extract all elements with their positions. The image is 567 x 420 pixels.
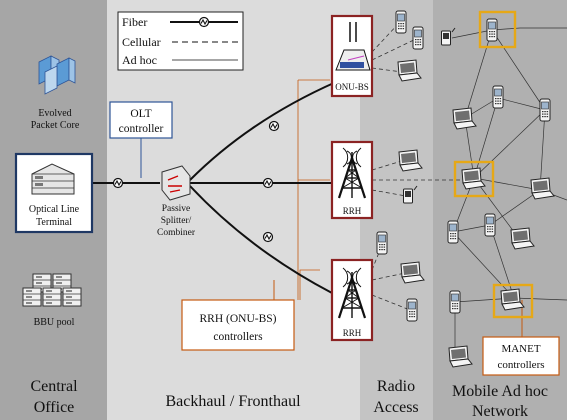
- bbu-pool: BBU pool: [22, 273, 82, 328]
- fiber-symbol-icon: [198, 16, 210, 28]
- rrh-controllers-line2: controllers: [213, 331, 263, 343]
- rrh-middle-label: RRH: [343, 206, 362, 216]
- onu-bs-station: ONU-BS: [330, 14, 374, 98]
- mobile-phone-icon: [486, 18, 498, 42]
- onu-bs-tower-icon: [335, 22, 371, 71]
- radio-access-title-line2: Access: [373, 399, 418, 416]
- olt-device-icon: [31, 163, 75, 195]
- onu-bs-label: ONU-BS: [335, 82, 369, 92]
- olt-controller-line1: OLT: [130, 108, 151, 120]
- rrh-bottom-label: RRH: [343, 328, 362, 338]
- server-icon: [22, 287, 42, 307]
- legend-fiber-label: Fiber: [122, 15, 147, 29]
- epc-label-line1: Evolved: [38, 108, 71, 119]
- legend-adhoc-label: Ad hoc: [122, 53, 157, 67]
- mobile-phone-icon: [406, 298, 418, 322]
- optical-line-terminal: Optical Line Terminal: [14, 152, 94, 234]
- splitter-label-line3: Combiner: [157, 228, 196, 238]
- legend-cellular-label: Cellular: [122, 35, 161, 49]
- mobile-phone-icon: [412, 26, 424, 50]
- evolved-packet-core: Evolved Packet Core: [31, 55, 80, 131]
- manet-controllers-line2: controllers: [497, 359, 544, 371]
- mobile-phone-icon: [395, 10, 407, 34]
- splitter-label-line2: Splitter/: [161, 216, 192, 226]
- mobile-phone-icon: [484, 213, 496, 237]
- fiber-links: [92, 81, 337, 294]
- radio-access-title-line1: Radio: [377, 378, 415, 395]
- central-office-title-line2: Office: [34, 399, 75, 416]
- olt-controller-line2: controller: [119, 123, 164, 135]
- rrh-controllers: RRH (ONU-BS) controllers: [181, 299, 295, 351]
- fiber-symbol-icon: [262, 177, 274, 189]
- splitter-label-line1: Passive: [162, 204, 191, 214]
- fiber-symbol-icon: [112, 177, 124, 189]
- fiber-symbol-icon: [262, 231, 274, 243]
- mobile-phone-icon: [449, 290, 461, 314]
- mobile-phone-icon: [376, 231, 388, 255]
- server-icon: [42, 287, 62, 307]
- passive-splitter: Passive Splitter/ Combiner: [157, 165, 196, 238]
- manet-controllers: MANET controllers: [482, 336, 560, 376]
- manet-controllers-line1: MANET: [501, 343, 540, 355]
- fiber-symbol-icon: [268, 120, 280, 132]
- legend: Fiber Cellular Ad hoc: [117, 11, 244, 71]
- olt-controller: OLT controller: [109, 101, 173, 139]
- epc-label-line2: Packet Core: [31, 120, 80, 131]
- manet-highlight-box: [492, 283, 534, 319]
- manet-title-line1: Mobile Ad hoc: [452, 383, 548, 400]
- bbu-pool-label: BBU pool: [34, 317, 75, 328]
- rrh-station-middle: RRH: [330, 140, 374, 220]
- mobile-phone-icon: [447, 220, 459, 244]
- splitter-icon: [167, 175, 182, 193]
- manet-highlight-box: [478, 10, 517, 49]
- server-cluster-icon: [38, 55, 76, 95]
- manet-title-line2: Network: [472, 403, 528, 420]
- olt-label-line2: Terminal: [36, 217, 72, 228]
- rrh-station-bottom: RRH: [330, 258, 374, 342]
- central-office-title-line1: Central: [30, 378, 78, 395]
- rrh-controllers-line1: RRH (ONU-BS): [200, 313, 277, 325]
- olt-label-line1: Optical Line: [29, 204, 80, 215]
- server-icon: [62, 287, 82, 307]
- mobile-phone-icon: [539, 98, 551, 122]
- backhaul-title: Backhaul / Fronthaul: [165, 393, 301, 410]
- manet-highlight-box: [453, 160, 495, 198]
- mobile-phone-icon: [492, 85, 504, 109]
